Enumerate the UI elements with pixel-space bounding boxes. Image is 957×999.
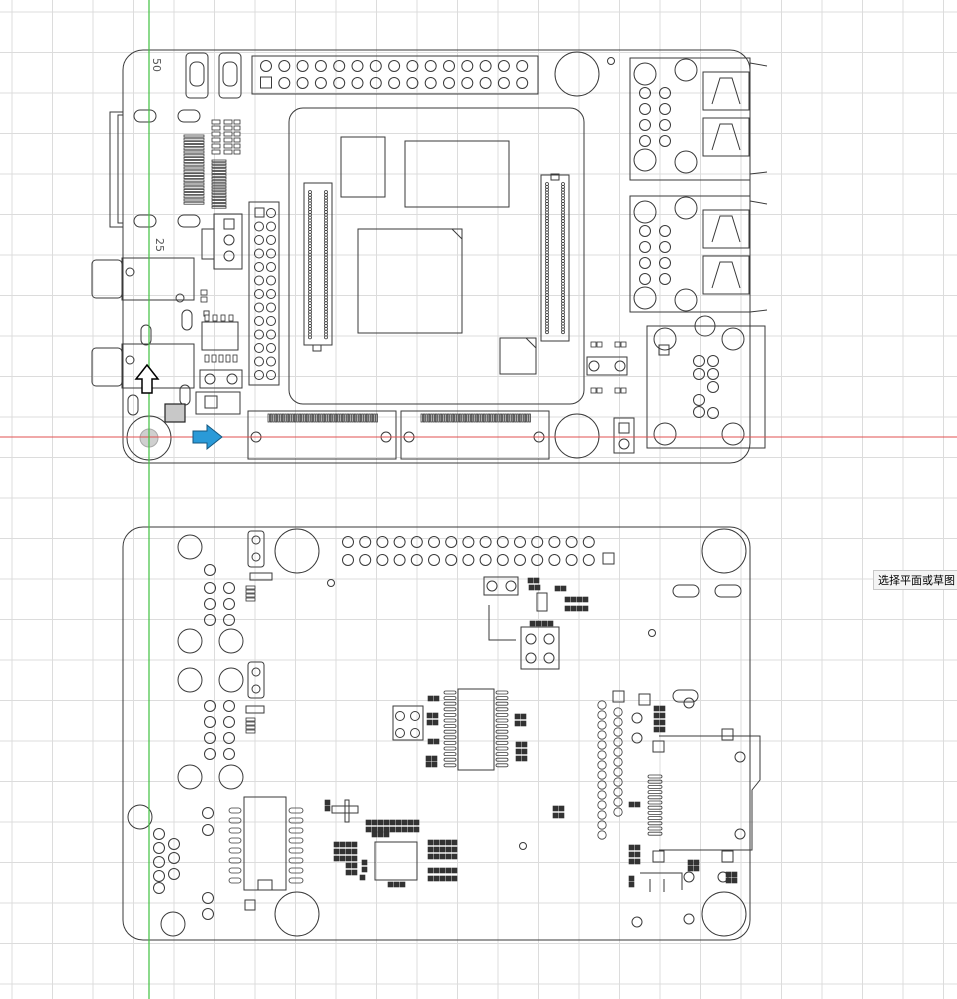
tooltip-select-plane: 选择平面或草图 bbox=[873, 570, 957, 590]
soc-chip bbox=[357, 228, 463, 334]
silk-label-50: 50 bbox=[150, 58, 163, 72]
up-arrow-icon[interactable] bbox=[134, 363, 160, 394]
origin-square-icon[interactable] bbox=[164, 403, 186, 423]
usb-port-stack-upper bbox=[629, 57, 751, 181]
ic-soic bbox=[457, 688, 495, 771]
b2b-connector-right bbox=[540, 174, 570, 342]
silk-label-25: 25 bbox=[153, 238, 166, 252]
right-arrow-icon[interactable] bbox=[192, 423, 223, 451]
lcd-header bbox=[248, 201, 280, 386]
pcb-bottom-view[interactable] bbox=[122, 526, 761, 941]
gpio-header bbox=[251, 55, 539, 95]
som-module bbox=[288, 107, 585, 405]
mount-hole bbox=[554, 413, 600, 459]
ic-qfn bbox=[374, 841, 418, 881]
pcb-top-view[interactable]: 50 25 bbox=[91, 49, 768, 464]
mount-hole bbox=[554, 51, 600, 97]
usb-port-stack-lower bbox=[629, 195, 751, 313]
ethernet-port bbox=[646, 325, 766, 449]
